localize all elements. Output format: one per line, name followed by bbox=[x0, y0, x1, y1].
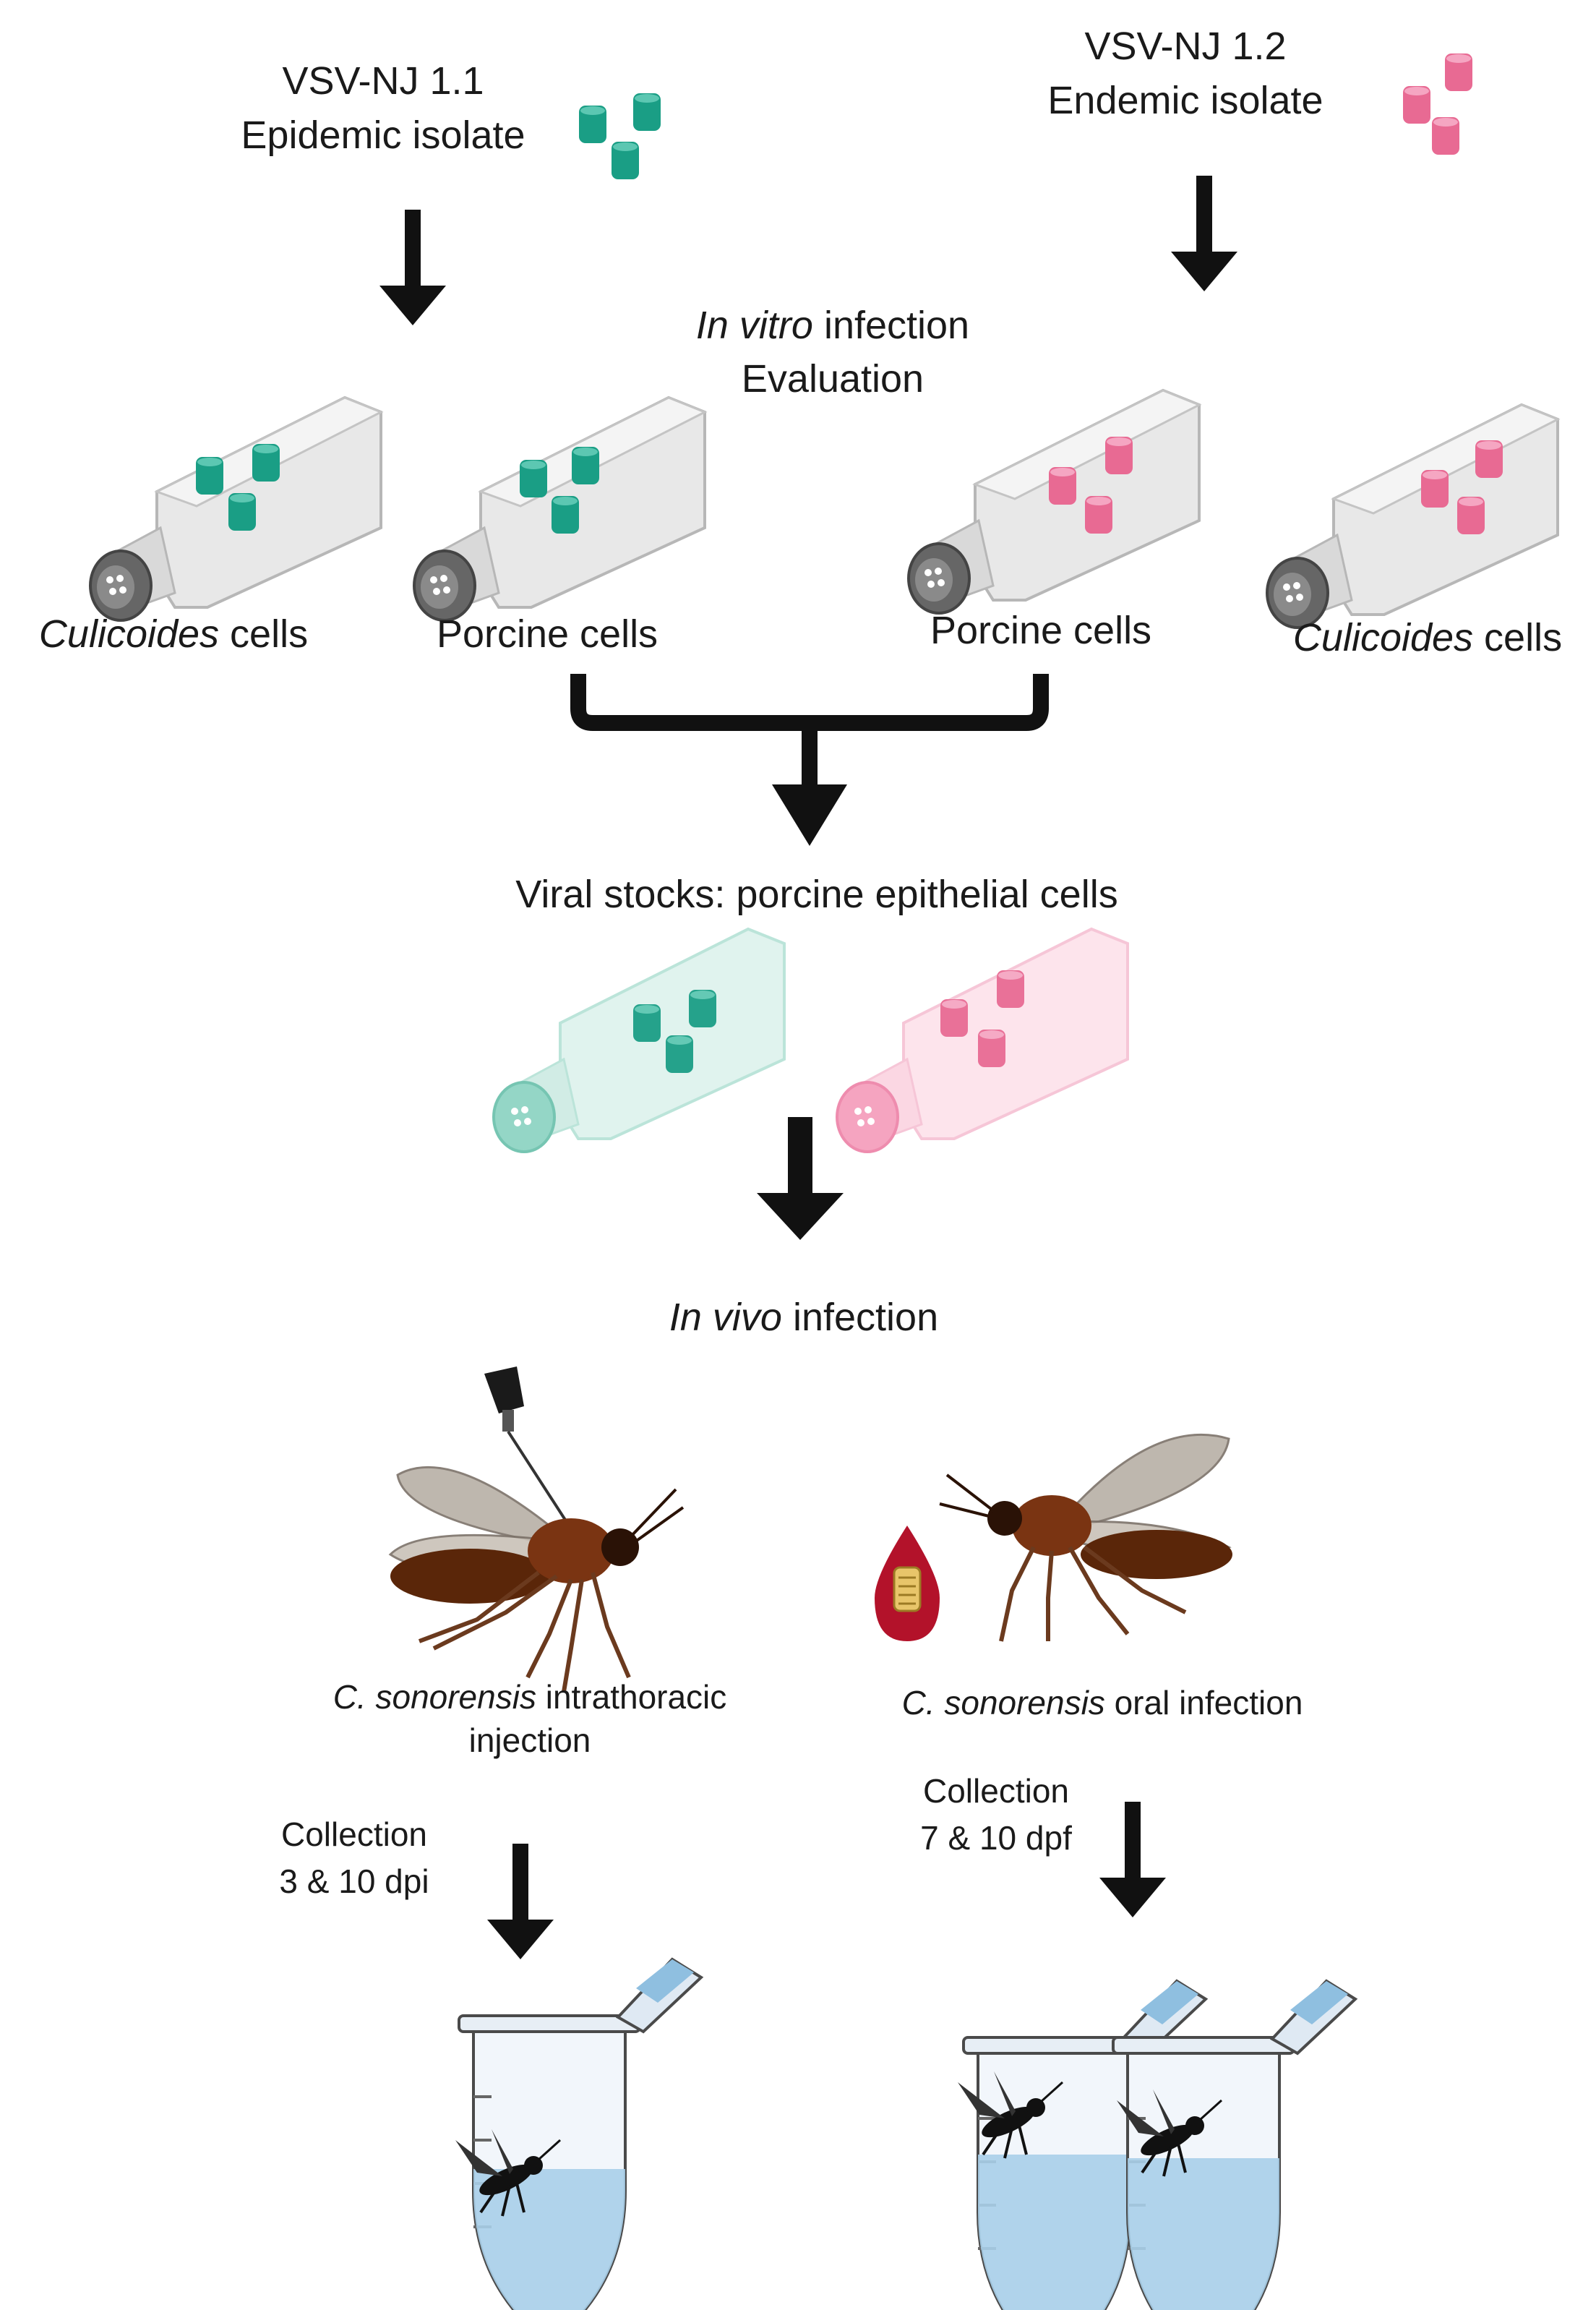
flask-culicoides-epidemic bbox=[89, 396, 382, 622]
porcine-cells-label-left: Porcine cells bbox=[436, 612, 658, 656]
arrow-to-in-vivo bbox=[757, 1117, 844, 1240]
culicoides-cells-label-right: Culicoides cells bbox=[1293, 615, 1562, 662]
viral-stocks-label: Viral stocks: porcine epithelial cells bbox=[515, 873, 1118, 916]
culicoides-italic-left: Culicoides bbox=[38, 612, 220, 656]
endemic-isolate-type: Endemic isolate bbox=[1047, 79, 1323, 122]
stock-flask-endemic bbox=[836, 927, 1129, 1153]
oral-rest: oral infection bbox=[1104, 1684, 1303, 1721]
injection-label-line2: injection bbox=[468, 1721, 591, 1759]
feeding-midge-illustration bbox=[939, 1433, 1232, 1642]
collection-tube-left bbox=[454, 1958, 703, 2310]
collection-tube-right-2 bbox=[1112, 1980, 1357, 2310]
in-vivo-heading: In vivo infection bbox=[669, 1294, 938, 1341]
blood-drop-icon bbox=[875, 1526, 940, 1641]
arrow-collection-left bbox=[487, 1844, 554, 1959]
injection-label: C. sonorensis intrathoracic bbox=[333, 1677, 727, 1717]
collection-right-line2: 7 & 10 dpf bbox=[920, 1819, 1072, 1857]
flask-culicoides-endemic bbox=[1266, 403, 1559, 629]
arrow-endemic-down bbox=[1171, 176, 1237, 291]
collection-left-line1: Collection bbox=[281, 1815, 427, 1853]
arrow-epidemic-down bbox=[379, 210, 446, 325]
injection-species: C. sonorensis bbox=[332, 1678, 536, 1716]
merge-bracket bbox=[570, 674, 1049, 846]
flask-porcine-endemic bbox=[907, 389, 1201, 615]
flask-porcine-epidemic bbox=[413, 396, 706, 622]
collection-left-line2: 3 & 10 dpi bbox=[279, 1862, 429, 1900]
in-vitro-rest: infection bbox=[812, 304, 970, 347]
oral-infection-label: C. sonorensis oral infection bbox=[902, 1683, 1303, 1723]
epidemic-isolate-type: Epidemic isolate bbox=[241, 114, 525, 157]
in-vivo-rest: infection bbox=[781, 1296, 939, 1339]
evaluation-label: Evaluation bbox=[741, 357, 924, 401]
in-vivo-italic: In vivo bbox=[669, 1296, 782, 1339]
porcine-cells-label-right: Porcine cells bbox=[930, 609, 1152, 652]
epidemic-virus-icon bbox=[579, 93, 661, 179]
collection-right-line1: Collection bbox=[923, 1772, 1069, 1810]
endemic-isolate-name: VSV-NJ 1.2 bbox=[1084, 25, 1287, 68]
arrow-collection-right bbox=[1099, 1802, 1166, 1917]
oral-species: C. sonorensis bbox=[901, 1684, 1105, 1721]
injected-midge-illustration bbox=[388, 1366, 685, 1693]
epidemic-isolate-name: VSV-NJ 1.1 bbox=[282, 59, 484, 103]
cells-word-right: cells bbox=[1473, 616, 1563, 659]
culicoides-italic-right: Culicoides bbox=[1292, 616, 1474, 659]
cells-word-left: cells bbox=[219, 612, 309, 656]
in-vitro-heading: In vitro infection bbox=[696, 302, 969, 349]
collection-tube-right-1 bbox=[956, 1980, 1207, 2310]
stock-flask-epidemic bbox=[492, 927, 786, 1153]
injection-rest: intrathoracic bbox=[536, 1678, 727, 1716]
in-vitro-italic: In vitro bbox=[695, 304, 813, 347]
culicoides-cells-label-left: Culicoides cells bbox=[39, 611, 308, 658]
endemic-virus-icon bbox=[1403, 54, 1472, 155]
